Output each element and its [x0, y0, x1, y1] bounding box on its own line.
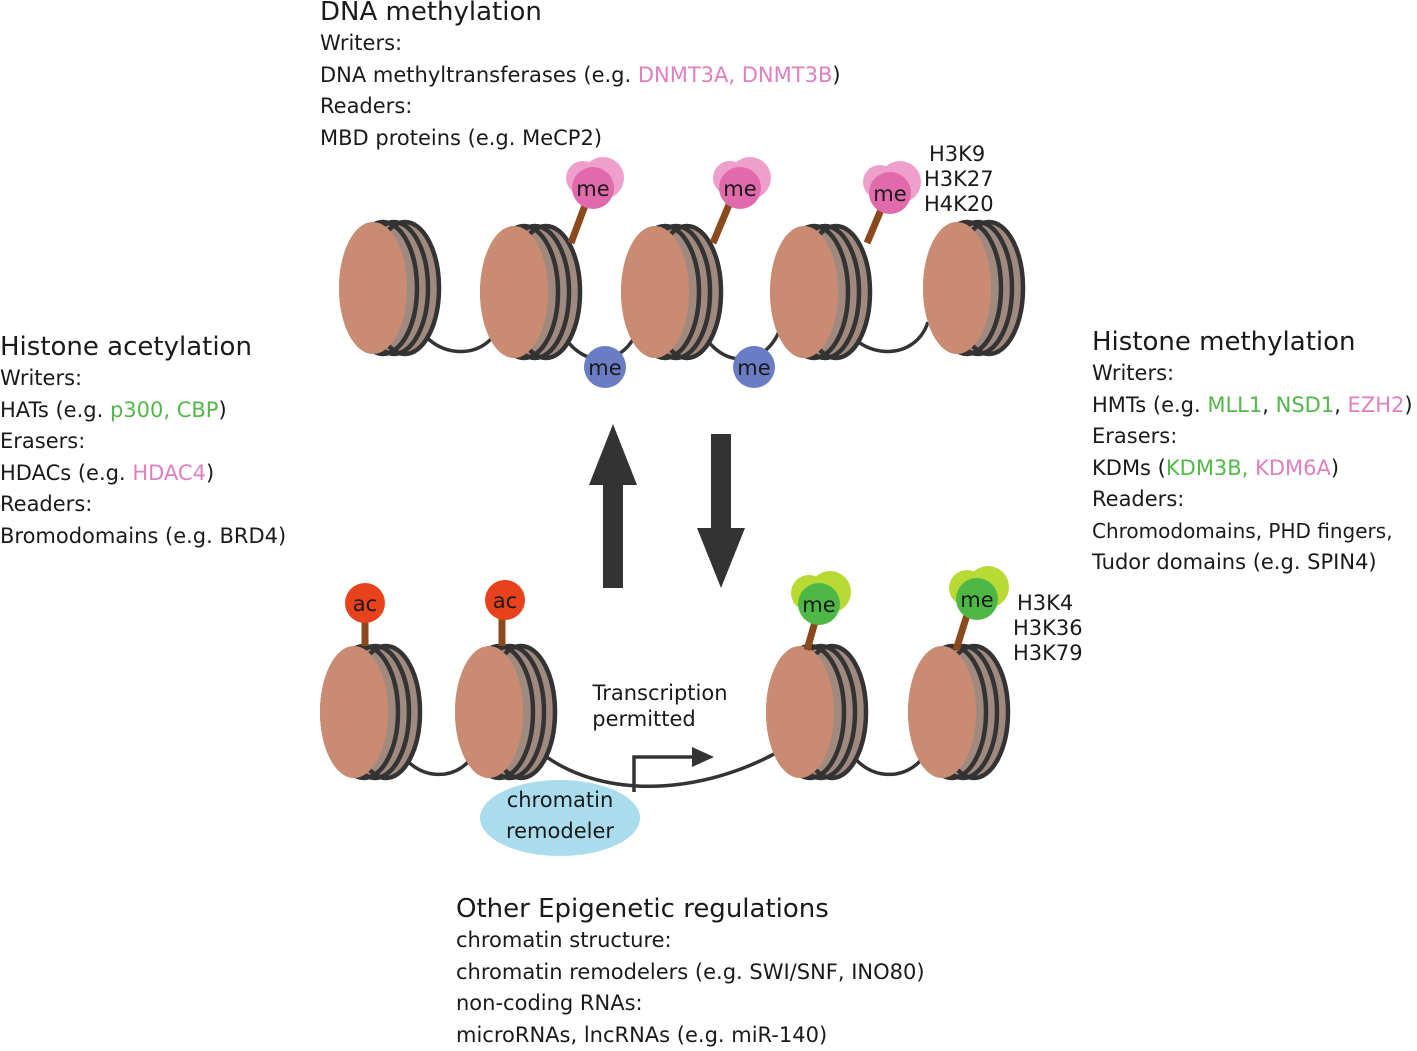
chromatin-remodeler: chromatin remodeler	[480, 780, 640, 856]
remodeler-label-line1: chromatin	[507, 788, 614, 812]
nucleosome	[770, 226, 872, 358]
repressive-methyl-mark: me	[863, 161, 921, 214]
repressive-methyl-mark: me	[713, 157, 771, 209]
nucleosome	[766, 646, 868, 778]
nucleosome	[455, 646, 557, 778]
bottom-histone-stalks	[365, 615, 967, 650]
nucleosome	[621, 226, 723, 358]
acetyl-label: ac	[353, 592, 377, 616]
nucleosome	[339, 222, 441, 354]
up-arrow	[589, 424, 637, 588]
methyl-label: me	[873, 182, 906, 206]
remodeler-label-line2: remodeler	[506, 819, 614, 843]
nucleosome	[320, 646, 422, 778]
top-nucleosomes	[339, 222, 1025, 358]
active-methyl-mark: me	[791, 571, 851, 625]
nucleosome	[923, 222, 1025, 354]
dna-methyl-mark: me	[584, 346, 626, 388]
nucleosome	[480, 226, 582, 358]
methyl-label: me	[960, 588, 993, 612]
down-arrow	[697, 434, 745, 588]
methyl-label: me	[576, 177, 609, 201]
transcription-label-line1: Transcription	[591, 681, 727, 705]
methyl-label: me	[723, 177, 756, 201]
methyl-label: me	[588, 356, 621, 380]
methyl-label: me	[802, 593, 835, 617]
acetyl-label: ac	[493, 589, 517, 613]
acetyl-mark: ac	[345, 583, 385, 623]
acetyl-mark: ac	[485, 580, 525, 620]
methyl-label: me	[737, 356, 770, 380]
transcription-label-line2: permitted	[592, 707, 696, 731]
active-methyl-mark: me	[949, 566, 1009, 620]
repressive-methyl-mark: me	[566, 157, 624, 209]
dna-methyl-mark: me	[733, 346, 775, 388]
nucleosome	[908, 646, 1010, 778]
